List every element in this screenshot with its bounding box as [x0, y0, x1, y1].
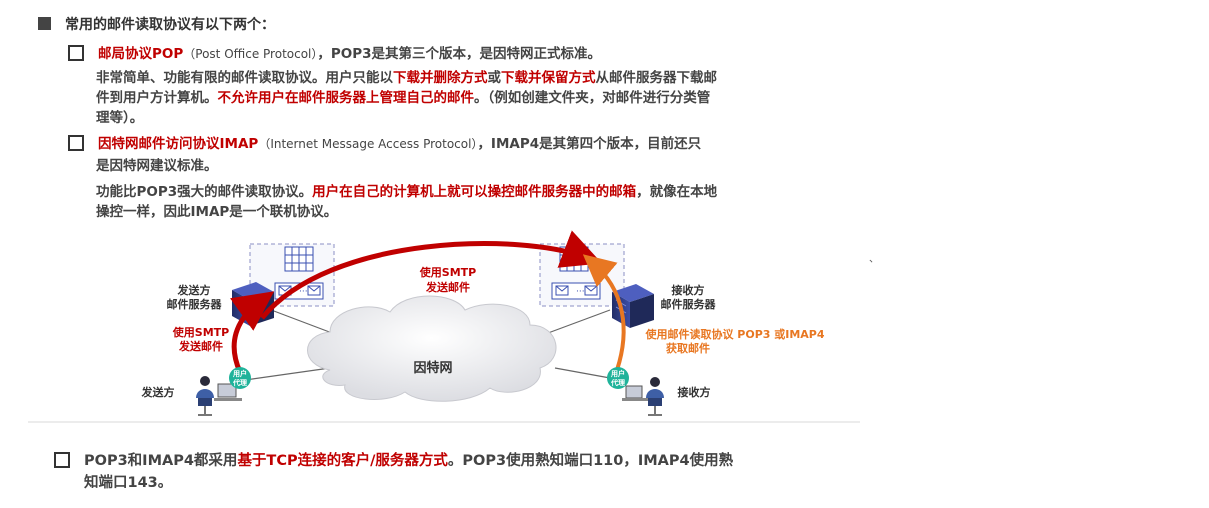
smtp-left-arrow	[230, 291, 275, 374]
pop-no-manage: 不允许用户在邮件服务器上管理自己的邮件	[217, 90, 475, 106]
imap-version-note: ，IMAP4是其第四个版本，目前还只	[477, 136, 702, 152]
imap-desc-text-end: ，就像在本地	[636, 184, 718, 200]
bottom-line-2: 知端口143。	[84, 475, 173, 491]
imap-desc-line-1: 功能比POP3强大的邮件读取协议。用户在自己的计算机上就可以操控邮件服务器中的邮…	[96, 182, 717, 202]
svg-text:···: ···	[576, 287, 585, 297]
pop-version-note: ，POP3是其第三个版本，是因特网正式标准。	[317, 46, 602, 62]
smtp-top-arrow	[260, 230, 603, 320]
receiver-label: 接收方	[678, 385, 711, 399]
smtp-top-label-1: 使用SMTP	[419, 265, 476, 279]
receiver-server-icon	[612, 284, 654, 328]
smtp-left-label-1: 使用SMTP	[172, 325, 229, 339]
imap-item: 因特网邮件访问协议IMAP（Internet Message Access Pr…	[68, 134, 701, 154]
sender-mailbox-grid-icon	[284, 246, 314, 272]
bottom-text-c: 。POP3使用熟知端口110，IMAP4使用熟	[447, 453, 734, 469]
pop-desc-example: 。（例如创建文件夹，对邮件进行分类管	[474, 90, 711, 106]
checkbox-bullet-icon	[68, 45, 84, 61]
pop-desc-line-1: 非常简单、功能有限的邮件读取协议。用户只能以下载并删除方式或下载并保留方式从邮件…	[96, 68, 717, 88]
imap-title: 因特网邮件访问协议IMAP	[98, 136, 259, 152]
sender-label: 发送方	[141, 385, 175, 399]
pop-desc-line-3: 理等）。	[96, 110, 144, 126]
link-sender-internet	[244, 367, 331, 381]
bottom-text-a: POP3和IMAP4都采用	[84, 453, 238, 469]
imap-desc-line-2: 操控一样，因此IMAP是一个联机协议。	[96, 204, 338, 220]
pop-full-name: （Post Office Protocol）	[183, 47, 318, 61]
imap-online-control: 用户在自己的计算机上就可以操控邮件服务器中的邮箱	[312, 184, 637, 200]
pop-download-delete: 下载并删除方式	[393, 70, 488, 86]
pop-item: 邮局协议POP（Post Office Protocol），POP3是其第三个版…	[68, 44, 601, 64]
section-heading: 常用的邮件读取协议有以下两个：	[38, 14, 275, 34]
heading-text: 常用的邮件读取协议有以下两个：	[65, 17, 275, 33]
sender-server-label-1: 发送方	[177, 283, 211, 297]
receiver-server-label-1: 接收方	[672, 283, 705, 297]
receiver-envelopes-icon: ···	[551, 282, 601, 300]
receiver-person-icon	[622, 377, 664, 416]
square-bullet-icon	[38, 17, 51, 30]
sender-user-agent-label-1: 用户	[233, 369, 247, 378]
internet-cloud	[307, 295, 557, 402]
pop-title: 邮局协议POP	[98, 46, 184, 62]
bottom-tcp-highlight: 基于TCP连接的客户/服务器方式	[237, 453, 448, 469]
read-protocol-arrow	[582, 254, 626, 371]
pop-desc-or: 或	[487, 70, 502, 86]
receiver-user-agent-icon: 用户 代理	[607, 367, 629, 389]
link-receiver-internet	[554, 367, 611, 379]
svg-text:···: ···	[299, 287, 308, 297]
read-protocol-label-1: 使用邮件读取协议 POP3 或IMAP4	[644, 327, 824, 341]
imap-desc-text: 功能比POP3强大的邮件读取协议。	[96, 184, 313, 200]
imap-version-note-2: 是因特网建议标准。	[96, 158, 218, 174]
sender-person-icon	[196, 376, 242, 416]
smtp-left-label-2: 发送邮件	[178, 339, 223, 353]
sender-user-agent-label-2: 代理	[232, 378, 247, 387]
receiver-server-label-2: 邮件服务器	[661, 297, 717, 311]
sender-user-agent-icon: 用户 代理	[229, 367, 251, 389]
internet-label: 因特网	[413, 360, 452, 376]
pop-download-keep: 下载并保留方式	[501, 70, 596, 86]
pop-desc-text-end: 从邮件服务器下载邮	[595, 70, 718, 86]
checkbox-bullet-icon	[68, 135, 84, 151]
link-receiver-server-internet	[539, 309, 611, 337]
smtp-top-label-2: 发送邮件	[425, 280, 470, 294]
read-protocol-label-2: 获取邮件	[666, 341, 710, 355]
imap-full-name: （Internet Message Access Protocol）	[258, 137, 478, 151]
pop-desc-line-2: 件到用户方计算机。不允许用户在邮件服务器上管理自己的邮件。（例如创建文件夹，对邮…	[96, 88, 710, 108]
checkbox-bullet-icon	[54, 452, 70, 468]
sender-server-label-2: 邮件服务器	[167, 297, 223, 311]
pop-desc-text: 件到用户方计算机。	[96, 90, 218, 106]
receiver-user-agent-label-1: 用户	[611, 369, 625, 378]
stray-mark: 、	[869, 254, 879, 265]
bottom-item: POP3和IMAP4都采用基于TCP连接的客户/服务器方式。POP3使用熟知端口…	[54, 450, 733, 472]
receiver-user-agent-label-2: 代理	[610, 378, 625, 387]
pop-desc-text: 非常简单、功能有限的邮件读取协议。用户只能以	[96, 70, 393, 86]
